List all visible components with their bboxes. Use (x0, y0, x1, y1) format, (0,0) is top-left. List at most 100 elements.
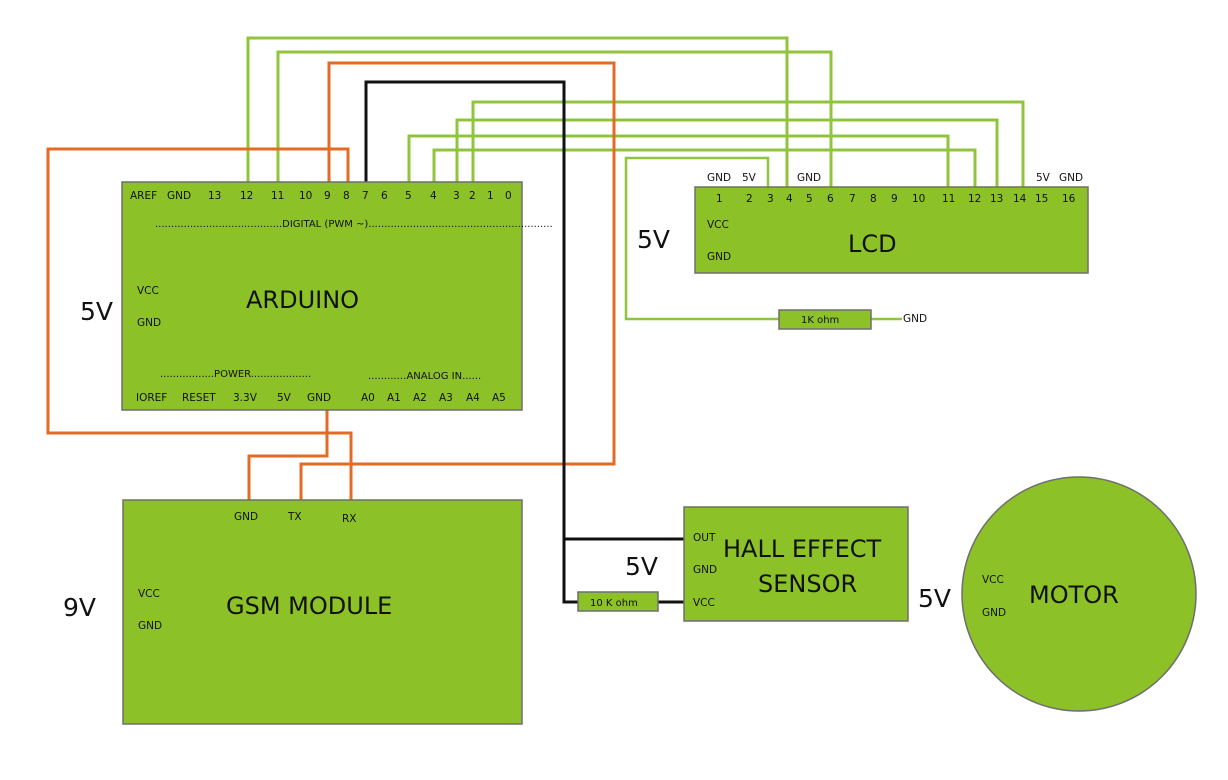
gsm-voltage: 9V (63, 593, 96, 622)
wire-d7-hall-out (364, 80, 684, 541)
lcd-pin-13: 13 (990, 193, 1003, 205)
arduino-pin-4: 4 (430, 190, 437, 202)
lcd-top-5v-1: 5V (742, 172, 757, 184)
lcd-pin-14: 14 (1013, 193, 1027, 205)
wire-d8-gsm-rx (46, 147, 353, 502)
lcd-voltage: 5V (637, 225, 670, 254)
hall-pin-gnd: GND (693, 564, 717, 576)
arduino-vcc: VCC (137, 285, 159, 297)
resistor-1k-gnd: GND (903, 313, 927, 325)
lcd-top-5v-2: 5V (1036, 172, 1051, 184)
gsm-pin-tx: TX (287, 511, 302, 523)
lcd-wires (246, 36, 1025, 321)
arduino-pin-a1: A1 (387, 392, 401, 404)
motor-gnd: GND (982, 607, 1006, 619)
arduino-pin-gnd: GND (167, 190, 191, 202)
lcd-top-gnd-1: GND (707, 172, 731, 184)
hall-wires (364, 80, 684, 604)
gsm-title: GSM MODULE (226, 592, 392, 620)
wire-out-resistor (562, 539, 578, 604)
motor-title: MOTOR (1029, 581, 1119, 609)
hall-title-line2: SENSOR (758, 570, 857, 598)
lcd-pin-6: 6 (827, 193, 834, 205)
hall-effect-sensor: OUT GND VCC HALL EFFECT SENSOR (683, 506, 909, 622)
gsm-gnd: GND (138, 620, 162, 632)
arduino-pin-0: 0 (505, 190, 512, 202)
wire-d4-lcd12 (432, 148, 977, 189)
wire-d5-lcd11 (407, 134, 950, 189)
lcd-pin-5: 5 (806, 193, 813, 205)
lcd-top-gnd-3: GND (1059, 172, 1083, 184)
lcd-pin-11: 11 (942, 193, 955, 205)
arduino-pin-12: 12 (240, 190, 253, 202)
wire-d12-lcd4 (246, 36, 789, 189)
motor-vcc: VCC (982, 574, 1004, 586)
arduino-pin-ioref: IOREF (136, 392, 167, 404)
arduino-pin-aref: AREF (130, 190, 157, 202)
arduino-pin-3: 3 (453, 190, 460, 202)
gsm-pin-rx: RX (342, 513, 357, 525)
resistor-10k-label: 10 K ohm (590, 598, 638, 609)
arduino-pin-a5: A5 (492, 392, 506, 404)
arduino-power-label: .................POWER..................… (160, 369, 311, 380)
lcd-pin-10: 10 (912, 193, 925, 205)
arduino-pin-a0: A0 (361, 392, 375, 404)
lcd-pin-16: 16 (1062, 193, 1076, 205)
wire-d9-gsm-tx (299, 61, 616, 502)
hall-voltage: 5V (625, 552, 658, 581)
arduino-pin-8: 8 (343, 190, 350, 202)
arduino-title: ARDUINO (246, 286, 359, 314)
arduino-board: AREF GND 13 12 11 10 9 8 7 6 5 4 3 2 1 0… (121, 181, 553, 411)
lcd-pin-4: 4 (786, 193, 793, 205)
lcd-pin-12: 12 (968, 193, 981, 205)
arduino-voltage: 5V (80, 297, 113, 326)
lcd-pin-7: 7 (849, 193, 856, 205)
arduino-pin-9: 9 (324, 190, 331, 202)
resistor-1k-label: 1K ohm (801, 315, 839, 326)
arduino-digital-label: ........................................… (155, 219, 553, 230)
lcd-pin-3: 3 (767, 193, 774, 205)
lcd-vcc: VCC (707, 219, 729, 231)
arduino-pin-5v: 5V (277, 392, 292, 404)
lcd-gnd: GND (707, 251, 731, 263)
gsm-module: GND TX RX VCC GND GSM MODULE (122, 499, 523, 725)
lcd-title: LCD (848, 230, 897, 258)
wire-lcd3-resistor (624, 156, 779, 321)
wire-gnd-gsm-gnd (247, 410, 329, 502)
arduino-pin-a2: A2 (413, 392, 427, 404)
resistor-1k: 1K ohm GND (778, 309, 927, 330)
lcd-pin-8: 8 (870, 193, 877, 205)
arduino-analog-label: ..........‥ANALOG IN...... (368, 371, 481, 382)
motor: VCC GND MOTOR (961, 476, 1197, 712)
arduino-pin-6: 6 (381, 190, 388, 202)
hall-pin-out: OUT (693, 532, 716, 544)
gsm-pin-gnd: GND (234, 511, 258, 523)
arduino-gnd: GND (137, 317, 161, 329)
arduino-pin-a4: A4 (466, 392, 480, 404)
arduino-pin-reset: RESET (182, 392, 216, 404)
arduino-pin-5: 5 (405, 190, 412, 202)
resistor-10k: 10 K ohm (577, 591, 659, 612)
arduino-pin-11: 11 (271, 190, 284, 202)
lcd-top-gnd-2: GND (797, 172, 821, 184)
gsm-vcc: VCC (138, 588, 160, 600)
lcd-pin-15: 15 (1035, 193, 1048, 205)
arduino-pin-2: 2 (469, 190, 476, 202)
lcd-module: GND 5V GND 5V GND 1 2 3 4 5 6 7 8 9 10 1… (694, 172, 1089, 274)
arduino-pin-power-gnd: GND (307, 392, 331, 404)
lcd-pin-1: 1 (716, 193, 723, 205)
arduino-pin-3v3: 3.3V (233, 392, 258, 404)
lcd-pin-9: 9 (891, 193, 898, 205)
motor-voltage: 5V (918, 584, 951, 613)
gsm-wires (46, 61, 616, 502)
lcd-pin-2: 2 (746, 193, 753, 205)
hall-pin-vcc: VCC (693, 597, 715, 609)
arduino-pin-7: 7 (362, 190, 369, 202)
arduino-pin-13: 13 (208, 190, 221, 202)
wire-d2-lcd14 (471, 100, 1025, 189)
arduino-pin-10: 10 (299, 190, 312, 202)
hall-title-line1: HALL EFFECT (723, 535, 882, 563)
arduino-pin-1: 1 (487, 190, 494, 202)
arduino-pin-a3: A3 (439, 392, 453, 404)
